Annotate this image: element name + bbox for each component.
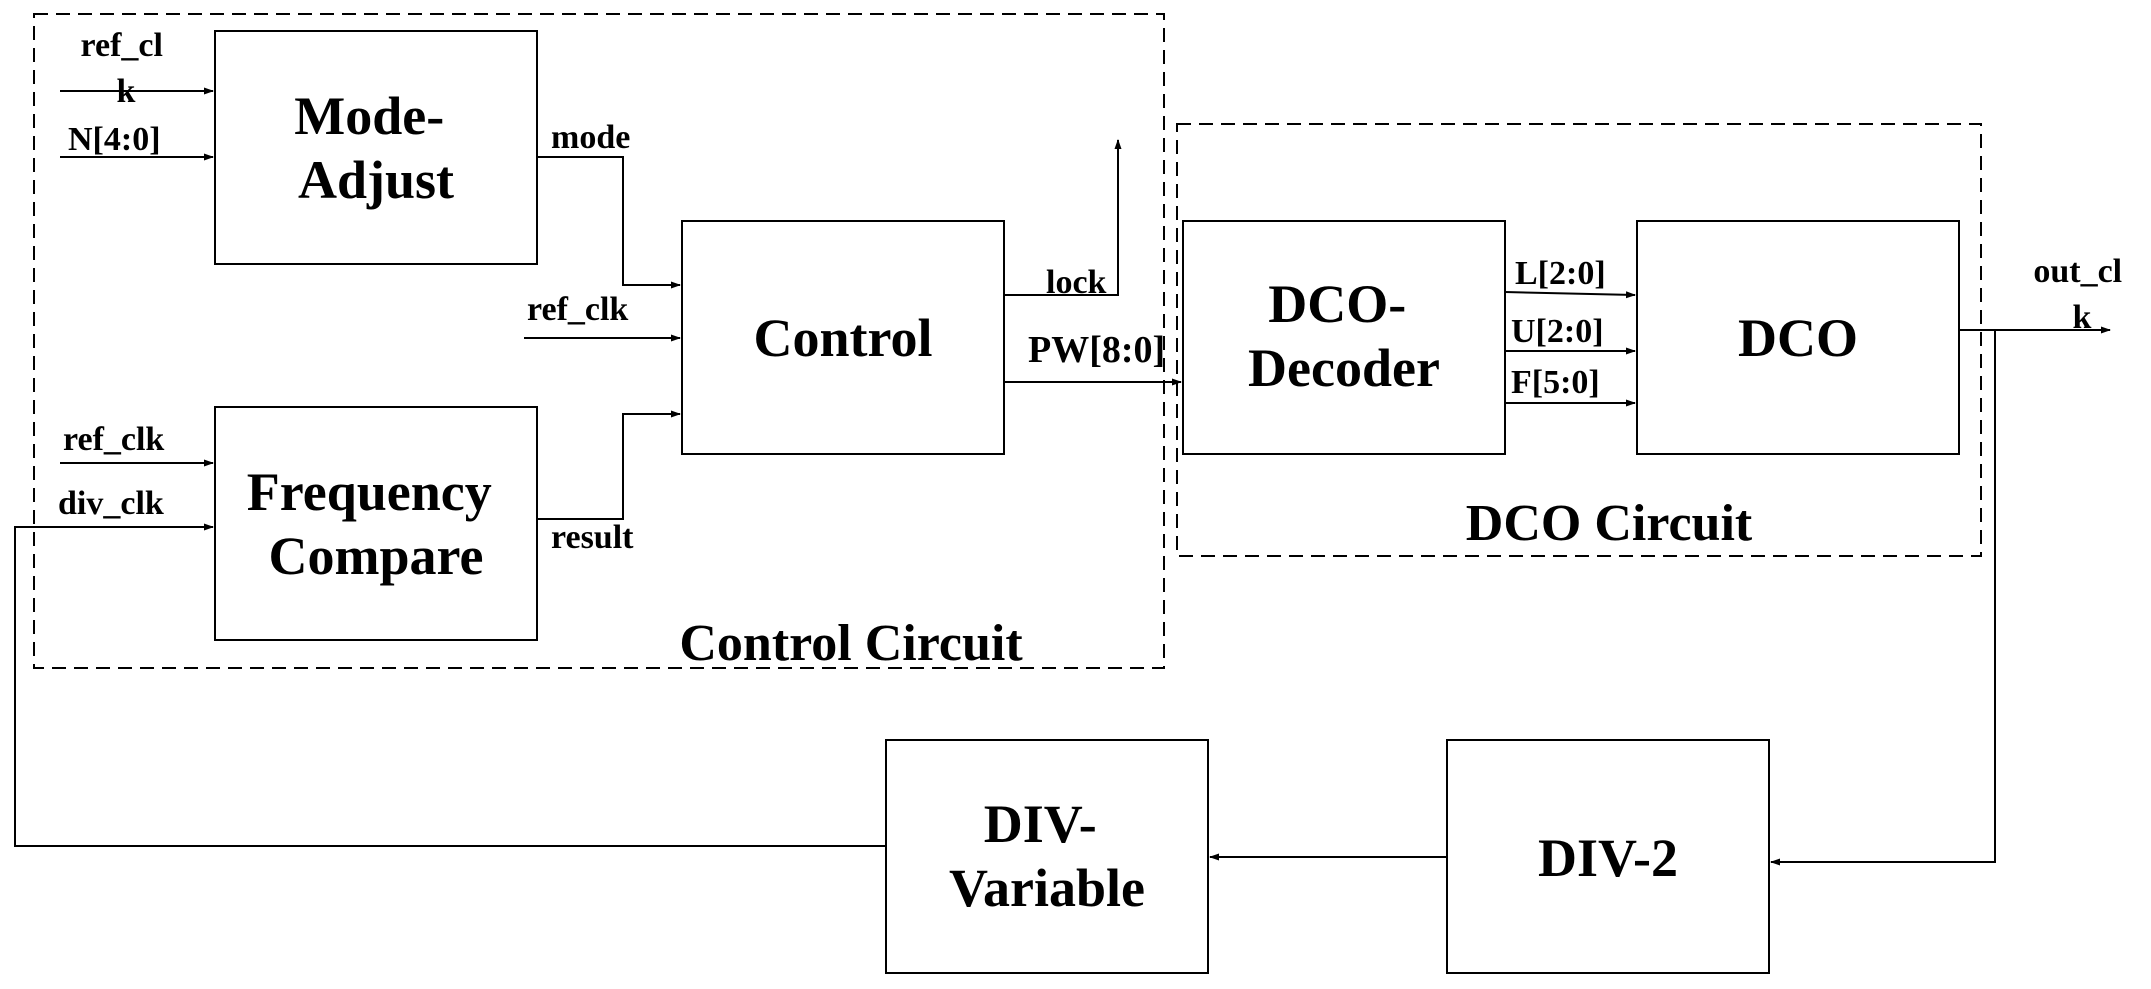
result-label: result <box>551 519 634 556</box>
pw-label: PW[8:0] <box>1028 329 1165 371</box>
dco-circuit-boundary <box>1176 123 1982 557</box>
dco-decoder-block <box>1182 220 1506 455</box>
frequency-compare-label: Frequency Compare <box>247 462 505 586</box>
dco-to-div2-wire <box>1770 330 1996 866</box>
lock-wire <box>1004 139 1122 296</box>
lock-label: lock <box>1046 264 1107 301</box>
div-variable-label: DIV- Variable <box>949 794 1145 918</box>
control-block <box>681 220 1005 455</box>
l-wire <box>1504 291 1636 299</box>
div-2-label: DIV-2 <box>1538 828 1678 888</box>
out-clk-wrapped-label: out_cl k <box>2033 253 2130 336</box>
div-variable-block <box>885 739 1209 974</box>
result-wire <box>537 410 681 520</box>
div-2-block <box>1446 739 1770 974</box>
u-label: U[2:0] <box>1511 313 1604 350</box>
l-label: L[2:0] <box>1515 255 1606 292</box>
dco-circuit-label: DCO Circuit <box>1466 495 1753 552</box>
dco-block <box>1636 220 1960 455</box>
frequency-compare-block <box>214 406 538 641</box>
mode-adjust-block <box>214 30 538 265</box>
div-clk-label: div_clk <box>58 485 164 522</box>
mode-label: mode <box>551 119 630 156</box>
ref-clk-label-compare: ref_clk <box>63 421 164 458</box>
f-label: F[5:0] <box>1511 364 1600 401</box>
control-label: Control <box>753 308 932 368</box>
dco-decoder-label: DCO- Decoder <box>1248 274 1440 398</box>
div-clk-feedback-wire <box>14 523 886 847</box>
mode-wire <box>537 156 681 289</box>
control-circuit-boundary <box>33 13 1165 669</box>
ref-clk-wrapped-label: ref_cl k <box>81 27 172 110</box>
mode-adjust-label: Mode- Adjust <box>294 86 457 210</box>
control-circuit-label: Control Circuit <box>679 615 1023 672</box>
n-label: N[4:0] <box>68 121 161 158</box>
dco-label: DCO <box>1738 308 1858 368</box>
ref-clk-label-control: ref_clk <box>527 291 628 328</box>
